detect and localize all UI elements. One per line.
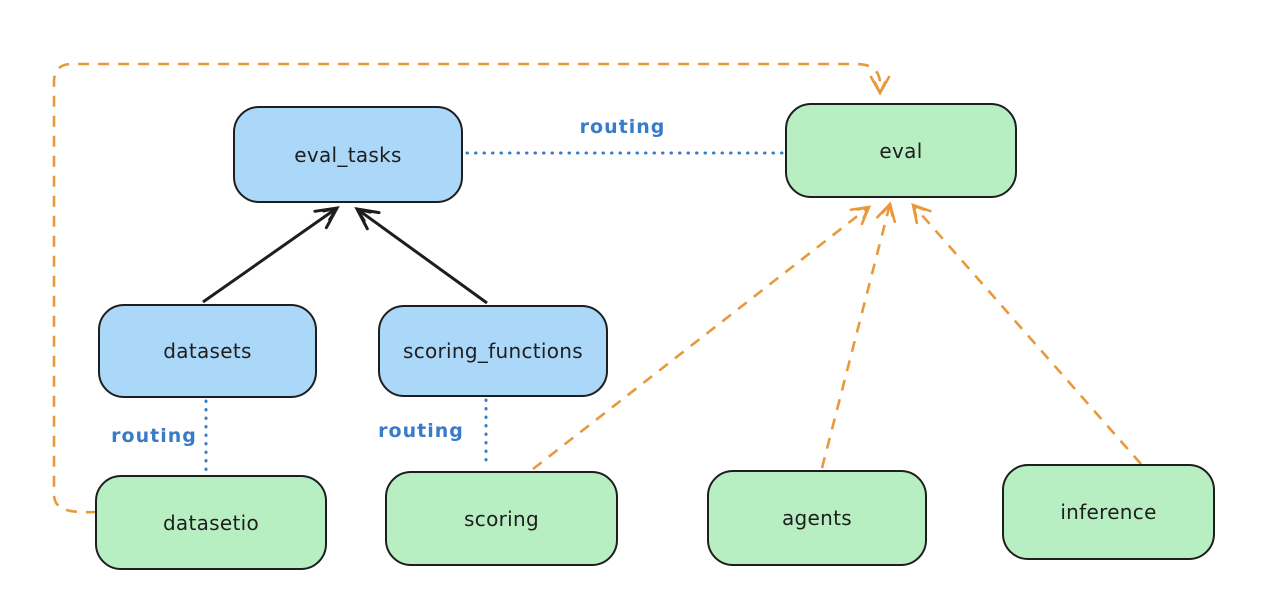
node-scoring-label: scoring [464,506,539,531]
node-datasetio: datasetio [95,475,327,570]
edge-label-routing-datasets-datasetio: routing [111,425,197,447]
node-eval-tasks-label: eval_tasks [294,142,402,167]
node-inference: inference [1002,464,1215,560]
node-eval: eval [785,103,1017,198]
edge-datasets-eval-tasks [202,206,340,304]
edge-label-routing-scoring-functions-scoring: routing [378,420,464,442]
edge-datasetio-eval [52,62,891,514]
node-agents: agents [707,470,927,566]
edge-label-routing-eval-tasks-eval: routing [579,116,666,138]
node-agents-label: agents [782,506,852,530]
node-scoring-functions: scoring_functions [378,305,608,397]
node-eval-label: eval [879,138,923,163]
node-scoring-functions-label: scoring_functions [402,339,584,363]
edge-agents-eval [820,201,897,469]
edge-inference-eval [911,203,1142,465]
node-datasets-label: datasets [163,339,252,363]
edge-scoring-functions-eval-tasks [354,207,488,305]
node-datasetio-label: datasetio [162,510,260,535]
node-datasets: datasets [98,304,317,398]
node-inference-label: inference [1060,500,1157,524]
node-eval-tasks: eval_tasks [233,106,463,203]
node-scoring: scoring [385,471,618,566]
